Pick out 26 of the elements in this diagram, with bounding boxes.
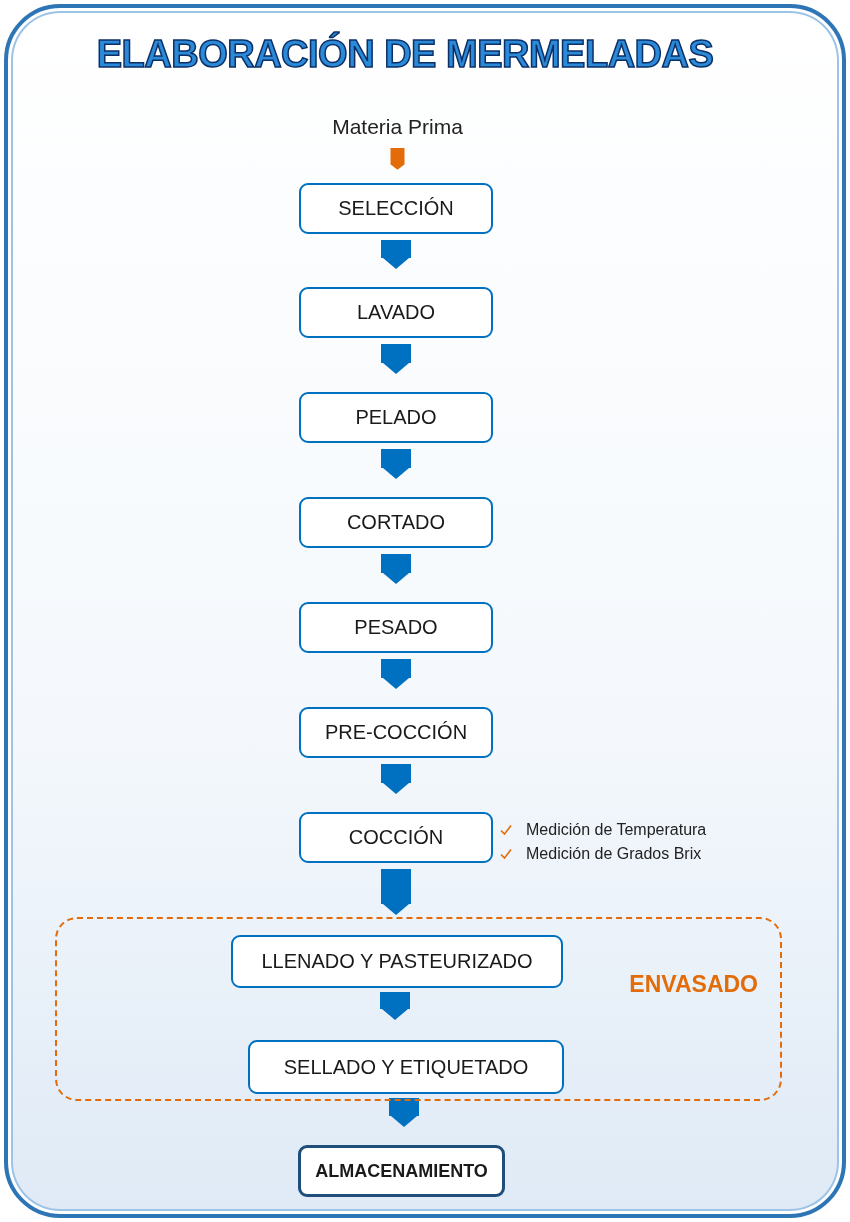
process-box: SELLADO Y ETIQUETADO bbox=[248, 1040, 564, 1094]
process-box: PESADO bbox=[299, 602, 493, 653]
input-label: Materia Prima bbox=[300, 110, 495, 144]
process-box: COCCIÓN bbox=[299, 812, 493, 863]
arrow bbox=[390, 148, 405, 170]
process-box: PELADO bbox=[299, 392, 493, 443]
process-box: PRE-COCCIÓN bbox=[299, 707, 493, 758]
process-box: ALMACENAMIENTO bbox=[298, 1145, 505, 1197]
note-text: Medición de Temperatura bbox=[526, 821, 707, 839]
arrow bbox=[380, 992, 410, 1020]
process-box: LLENADO Y PASTEURIZADO bbox=[231, 935, 563, 988]
arrow bbox=[381, 449, 411, 479]
arrow bbox=[381, 344, 411, 374]
arrow bbox=[381, 240, 411, 269]
process-box: CORTADO bbox=[299, 497, 493, 548]
arrow bbox=[381, 659, 411, 689]
arrow bbox=[381, 764, 411, 794]
group-label: ENVASADO bbox=[629, 971, 758, 998]
title: ELABORACIÓN DE MERMELADAS bbox=[95, 34, 715, 76]
arrow bbox=[389, 1098, 419, 1127]
arrow bbox=[381, 869, 411, 915]
note-text: Medición de Grados Brix bbox=[526, 845, 702, 863]
process-box: SELECCIÓN bbox=[299, 183, 493, 234]
dashed-group-outline bbox=[55, 917, 782, 1101]
arrow bbox=[381, 554, 411, 584]
process-box: LAVADO bbox=[299, 287, 493, 338]
